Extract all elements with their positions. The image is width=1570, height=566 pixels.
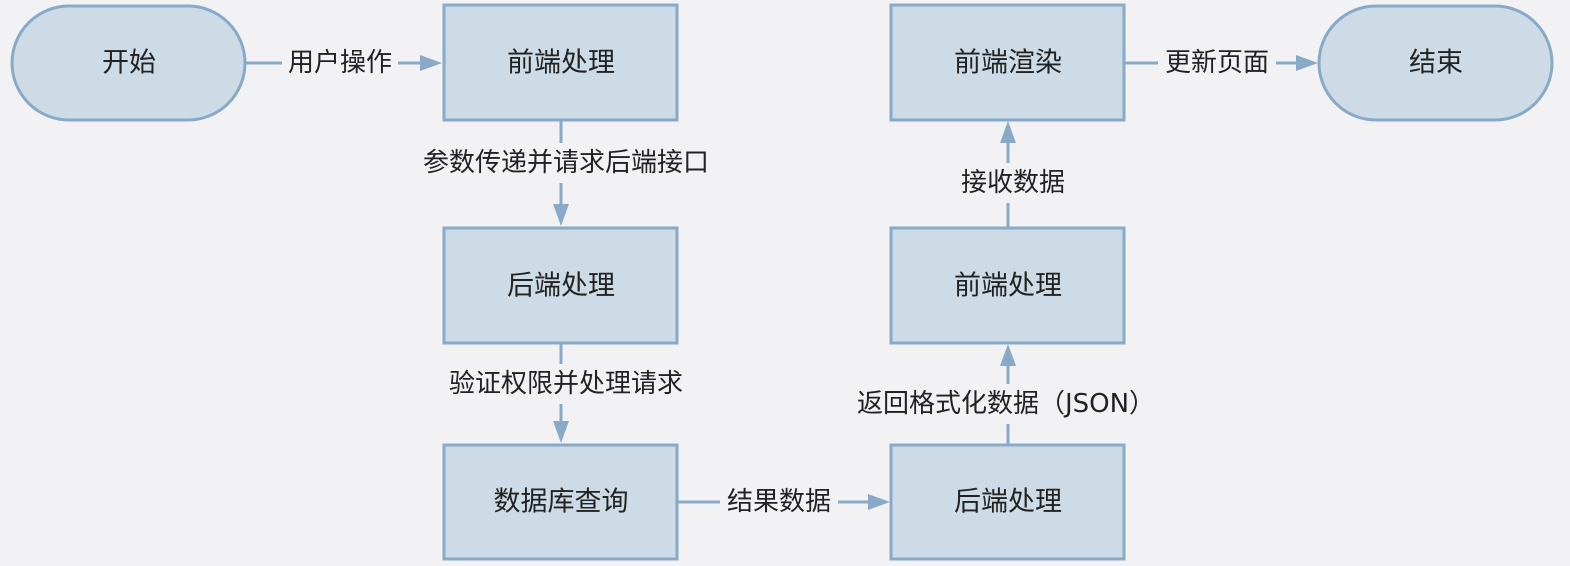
edge-text-pass-params: 参数传递并请求后端接口 <box>423 148 709 178</box>
edge-label-validate: 验证权限并处理请求 <box>440 364 690 404</box>
node-db-query-label: 数据库查询 <box>494 487 629 518</box>
edge-label-receive-data: 接收数据 <box>952 163 1074 203</box>
edge-text-update-page: 更新页面 <box>1165 48 1269 78</box>
node-backend-process-2-label: 后端处理 <box>954 487 1062 518</box>
edge-text-return-json: 返回格式化数据（JSON） <box>857 389 1155 419</box>
edge-label-return-json: 返回格式化数据（JSON） <box>852 384 1164 424</box>
node-start: 开始 <box>10 4 247 122</box>
node-end-label: 结束 <box>1409 48 1463 79</box>
node-backend-process-2: 后端处理 <box>889 443 1126 561</box>
edge-label-user-action: 用户操作 <box>282 44 398 82</box>
node-frontend-render-label: 前端渲染 <box>954 48 1062 79</box>
node-frontend-process-1-label: 前端处理 <box>507 48 615 79</box>
node-backend-process-1-label: 后端处理 <box>507 271 615 302</box>
node-frontend-process-2: 前端处理 <box>889 226 1126 345</box>
edge-text-validate: 验证权限并处理请求 <box>449 369 683 399</box>
node-backend-process-1: 后端处理 <box>442 226 679 345</box>
edge-label-update-page: 更新页面 <box>1158 44 1276 82</box>
edge-label-pass-params: 参数传递并请求后端接口 <box>412 143 712 183</box>
edge-text-receive-data: 接收数据 <box>961 168 1065 198</box>
node-start-label: 开始 <box>102 48 156 79</box>
node-end: 结束 <box>1317 4 1554 122</box>
node-frontend-render: 前端渲染 <box>889 3 1126 122</box>
edge-text-result-data: 结果数据 <box>727 487 831 517</box>
edge-text-user-action: 用户操作 <box>288 48 392 78</box>
edge-label-result-data: 结果数据 <box>720 483 838 521</box>
node-db-query: 数据库查询 <box>442 443 679 561</box>
node-frontend-process-2-label: 前端处理 <box>954 271 1062 302</box>
node-frontend-process-1: 前端处理 <box>442 3 679 122</box>
